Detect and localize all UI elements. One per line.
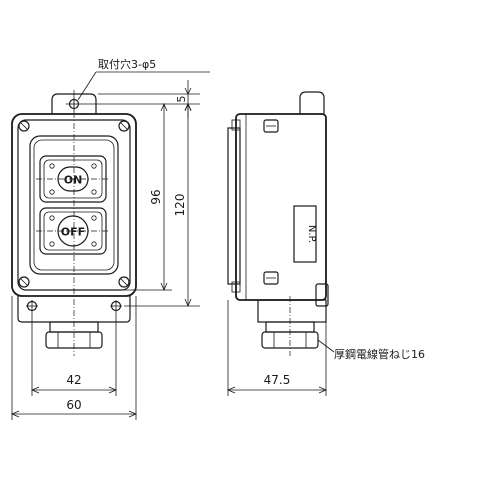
on-button: ON (36, 155, 110, 203)
side-view: N.P. (227, 91, 329, 356)
side-body (235, 113, 327, 301)
mount-hole-annotation: 取付穴3-φ5 (98, 57, 156, 71)
dim-60: 60 (66, 398, 81, 412)
dim-47-5: 47.5 (264, 373, 291, 387)
side-top-ear (299, 91, 325, 114)
corner-screws (18, 120, 130, 288)
off-button: OFF (36, 207, 110, 255)
front-dimensions: 取付穴3-φ5 5 96 120 42 60 (10, 57, 210, 420)
on-label: ON (64, 174, 83, 187)
side-screw-top (263, 119, 279, 133)
dim-120: 120 (173, 194, 187, 217)
conduit-annotation: 厚鋼電線管ねじ16 (334, 347, 425, 361)
off-label: OFF (61, 226, 85, 239)
side-cover-edge (227, 127, 241, 285)
front-view: ON OFF (11, 90, 137, 356)
dim-5: 5 (175, 96, 188, 103)
nameplate-label: N.P. (306, 225, 317, 243)
mount-hole-leader (77, 71, 97, 101)
side-dimensions: 厚鋼電線管ねじ16 47.5 (226, 300, 425, 396)
dim-96: 96 (149, 189, 163, 204)
nameplate (293, 205, 317, 263)
dim-42: 42 (66, 373, 81, 387)
side-screw-bottom (263, 271, 279, 285)
